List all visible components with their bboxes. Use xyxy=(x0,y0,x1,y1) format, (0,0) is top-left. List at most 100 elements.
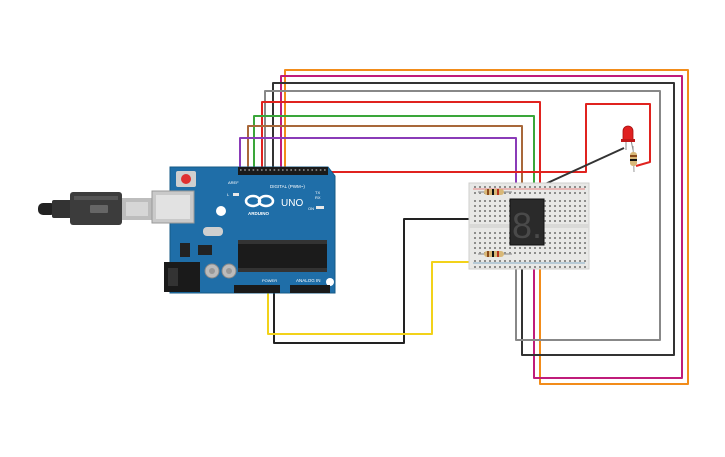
breadboard-hole[interactable] xyxy=(579,232,581,234)
breadboard-hole[interactable] xyxy=(539,186,541,188)
breadboard-hole[interactable] xyxy=(474,186,476,188)
breadboard-hole[interactable] xyxy=(574,210,576,212)
breadboard-hole[interactable] xyxy=(529,247,531,249)
breadboard-hole[interactable] xyxy=(509,260,511,262)
breadboard-hole[interactable] xyxy=(504,186,506,188)
breadboard-hole[interactable] xyxy=(499,210,501,212)
breadboard-hole[interactable] xyxy=(499,242,501,244)
breadboard-hole[interactable] xyxy=(559,260,561,262)
header-pin[interactable] xyxy=(286,169,288,171)
breadboard-hole[interactable] xyxy=(494,210,496,212)
breadboard-hole[interactable] xyxy=(489,215,491,217)
breadboard-hole[interactable] xyxy=(584,215,586,217)
wire-brown[interactable] xyxy=(247,125,523,195)
breadboard-hole[interactable] xyxy=(479,252,481,254)
breadboard-hole[interactable] xyxy=(569,186,571,188)
breadboard-hole[interactable] xyxy=(534,247,536,249)
header-pin[interactable] xyxy=(290,169,292,171)
breadboard-hole[interactable] xyxy=(494,237,496,239)
breadboard-hole[interactable] xyxy=(554,242,556,244)
header-pin[interactable] xyxy=(307,169,309,171)
breadboard-hole[interactable] xyxy=(579,192,581,194)
breadboard-hole[interactable] xyxy=(584,237,586,239)
breadboard-hole[interactable] xyxy=(534,252,536,254)
breadboard-hole[interactable] xyxy=(494,232,496,234)
breadboard-hole[interactable] xyxy=(544,215,546,217)
breadboard-hole[interactable] xyxy=(509,186,511,188)
header-pin[interactable] xyxy=(294,169,297,171)
breadboard-hole[interactable] xyxy=(489,237,491,239)
breadboard-hole[interactable] xyxy=(539,266,541,268)
breadboard-hole[interactable] xyxy=(564,215,566,217)
breadboard-hole[interactable] xyxy=(534,192,536,194)
breadboard-hole[interactable] xyxy=(494,186,496,188)
breadboard-hole[interactable] xyxy=(559,205,561,207)
breadboard-hole[interactable] xyxy=(509,247,511,249)
breadboard-hole[interactable] xyxy=(544,252,546,254)
header-pin[interactable] xyxy=(240,169,242,171)
breadboard-hole[interactable] xyxy=(539,247,541,249)
breadboard-hole[interactable] xyxy=(574,205,576,207)
breadboard-hole[interactable] xyxy=(499,266,501,268)
arduino-uno-board[interactable]: UNO ARDUINO DIGITAL (PWM~) ANALOG IN POW… xyxy=(151,166,336,294)
breadboard-hole[interactable] xyxy=(569,205,571,207)
breadboard-hole[interactable] xyxy=(584,220,586,222)
breadboard-hole[interactable] xyxy=(499,260,501,262)
breadboard-hole[interactable] xyxy=(484,237,486,239)
seven-segment-display-icon[interactable]: 8. xyxy=(509,198,545,246)
breadboard-hole[interactable] xyxy=(479,247,481,249)
breadboard-hole[interactable] xyxy=(494,205,496,207)
breadboard-hole[interactable] xyxy=(564,260,566,262)
breadboard-hole[interactable] xyxy=(504,247,506,249)
breadboard-hole[interactable] xyxy=(484,210,486,212)
breadboard-hole[interactable] xyxy=(549,242,551,244)
breadboard-hole[interactable] xyxy=(524,192,526,194)
breadboard-hole[interactable] xyxy=(494,260,496,262)
breadboard-hole[interactable] xyxy=(479,215,481,217)
breadboard-hole[interactable] xyxy=(574,186,576,188)
breadboard-hole[interactable] xyxy=(494,215,496,217)
breadboard-hole[interactable] xyxy=(544,242,546,244)
power-header[interactable] xyxy=(234,285,280,293)
breadboard-hole[interactable] xyxy=(489,260,491,262)
breadboard-hole[interactable] xyxy=(564,220,566,222)
breadboard-hole[interactable] xyxy=(519,252,521,254)
breadboard-hole[interactable] xyxy=(524,266,526,268)
breadboard-hole[interactable] xyxy=(579,260,581,262)
breadboard-hole[interactable] xyxy=(579,252,581,254)
wire-green[interactable] xyxy=(253,115,535,195)
breadboard-hole[interactable] xyxy=(529,252,531,254)
breadboard-hole[interactable] xyxy=(544,266,546,268)
breadboard-hole[interactable] xyxy=(574,215,576,217)
breadboard-hole[interactable] xyxy=(474,220,476,222)
breadboard-hole[interactable] xyxy=(514,252,516,254)
breadboard-hole[interactable] xyxy=(559,186,561,188)
breadboard-hole[interactable] xyxy=(574,220,576,222)
breadboard-hole[interactable] xyxy=(549,266,551,268)
breadboard-hole[interactable] xyxy=(524,186,526,188)
breadboard-hole[interactable] xyxy=(544,186,546,188)
breadboard-hole[interactable] xyxy=(519,266,521,268)
breadboard-hole[interactable] xyxy=(579,220,581,222)
breadboard-hole[interactable] xyxy=(494,247,496,249)
header-pin[interactable] xyxy=(265,169,267,171)
breadboard-hole[interactable] xyxy=(569,192,571,194)
header-pin[interactable] xyxy=(256,169,259,171)
breadboard-hole[interactable] xyxy=(564,186,566,188)
resistor-icon[interactable] xyxy=(630,145,637,173)
breadboard-hole[interactable] xyxy=(519,260,521,262)
breadboard-hole[interactable] xyxy=(544,260,546,262)
breadboard-hole[interactable] xyxy=(584,200,586,202)
breadboard-hole[interactable] xyxy=(584,260,586,262)
header-pin[interactable] xyxy=(269,169,271,171)
breadboard-hole[interactable] xyxy=(479,237,481,239)
breadboard-hole[interactable] xyxy=(484,242,486,244)
breadboard-hole[interactable] xyxy=(514,192,516,194)
breadboard-hole[interactable] xyxy=(544,232,546,234)
breadboard-hole[interactable] xyxy=(529,186,531,188)
header-pin[interactable] xyxy=(273,169,276,171)
header-pin[interactable] xyxy=(248,169,250,171)
breadboard-hole[interactable] xyxy=(479,260,481,262)
breadboard-hole[interactable] xyxy=(564,205,566,207)
breadboard-hole[interactable] xyxy=(559,200,561,202)
